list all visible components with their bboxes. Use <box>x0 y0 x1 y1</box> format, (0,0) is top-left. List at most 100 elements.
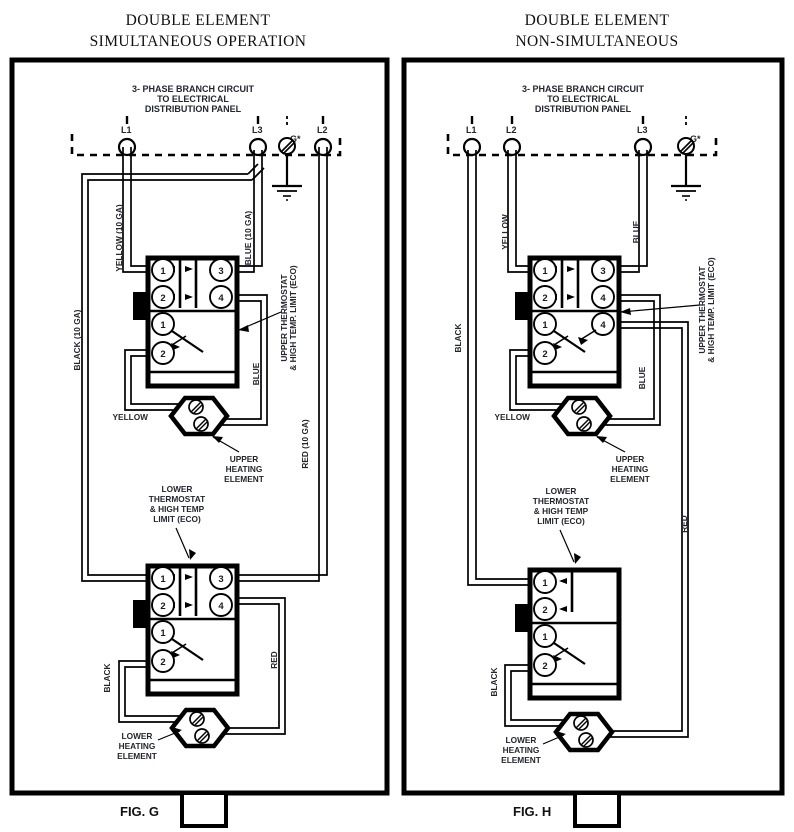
fig-g-terminal-l3[interactable] <box>248 137 268 157</box>
fig-h-lower-reset-tab[interactable] <box>515 604 532 632</box>
fig-h-terminal-l1[interactable] <box>462 137 482 157</box>
fig-h-upper-reset-tab[interactable] <box>515 292 532 320</box>
fig-h-callout-upper-thermostat: UPPER THERMOSTAT & HIGH TEMP. LIMIT (ECO… <box>620 257 716 363</box>
fig-h-terminal-label-l2: L2 <box>506 125 517 135</box>
fig-g-upper-thermostat[interactable]: 1 3 2 4 1 2 <box>133 255 240 389</box>
fig-h-wire-label-blue-main: BLUE <box>631 220 641 243</box>
fig-h-wire-label-black: BLACK <box>453 323 463 352</box>
fig-g-upper-bterm-1: 1 <box>160 320 166 331</box>
fig-h-earth-ground-icon <box>671 154 701 201</box>
fig-g-callout-lower-elem-l2: HEATING <box>119 741 156 751</box>
fig-g-wire-red-10ga <box>237 147 328 582</box>
fig-h-wire-yellow-upper <box>509 349 568 411</box>
fig-g-panel-boundary <box>70 134 342 157</box>
fig-h-callout-lower-l3: & HIGH TEMP <box>534 506 589 516</box>
fig-g-callout-upper-elem-l3: ELEMENT <box>224 474 264 484</box>
fig-g-caption-box[interactable] <box>180 791 228 828</box>
fig-g-terminal-label-g: G* <box>290 134 301 144</box>
fig-h-callout-upper-element: UPPER HEATING ELEMENT <box>596 436 650 484</box>
fig-h-wire-label-yellow-upper: YELLOW <box>495 412 531 422</box>
fig-h-callout-lower-elem-l2: HEATING <box>503 745 540 755</box>
fig-h-upper-term-4: 4 <box>600 293 606 304</box>
fig-h-ground-screw-icon <box>677 137 695 155</box>
fig-g-callout-lower-element: LOWER HEATING ELEMENT <box>117 727 182 761</box>
fig-g-wire-black-lower <box>118 660 186 723</box>
fig-h-upper-element-screw-2 <box>576 416 592 432</box>
fig-h-upper-term-3: 3 <box>600 266 605 277</box>
fig-h-upper-thermostat[interactable]: 1 3 2 4 1 4 2 <box>515 255 622 389</box>
fig-h-wire-black <box>467 150 531 586</box>
fig-h-lower-element-screw-1 <box>573 715 589 731</box>
fig-g-upper-reset-tab[interactable] <box>133 292 150 320</box>
fig-h-caption: FIG. H <box>513 804 551 819</box>
fig-h-callout-lower-elem-l3: ELEMENT <box>501 755 541 765</box>
fig-h-callout-lower-l2: THERMOSTAT <box>533 496 589 506</box>
fig-g-callout-lower-elem-l3: ELEMENT <box>117 751 157 761</box>
fig-h-wire-red <box>592 321 689 738</box>
fig-h-wire-black-lower <box>504 664 570 727</box>
fig-h-callout-upper-elem-l3: ELEMENT <box>610 474 650 484</box>
fig-h-title-line2: NON-SIMULTANEOUS <box>515 33 678 50</box>
fig-h-caption-box[interactable] <box>573 791 621 828</box>
fig-h-note-line2: TO ELECTRICAL <box>547 94 619 104</box>
fig-h-callout-lower-element: LOWER HEATING ELEMENT <box>501 731 566 765</box>
fig-g-terminal-label-l2: L2 <box>317 125 328 135</box>
fig-g-title-line1: DOUBLE ELEMENT <box>126 12 271 29</box>
fig-h-wire-yellow <box>507 150 531 273</box>
fig-h-lower-thermostat[interactable]: 1 2 1 2 <box>515 567 622 701</box>
fig-g-wire-yellow-upper <box>124 349 185 411</box>
fig-g-note-line3: DISTRIBUTION PANEL <box>145 104 242 114</box>
fig-g-title-line2: SIMULTANEOUS OPERATION <box>90 33 307 50</box>
fig-g-caption: FIG. G <box>120 804 159 819</box>
fig-g-wire-label-red-10ga: RED (10 GA) <box>300 419 310 469</box>
fig-g-lower-heating-element[interactable] <box>169 707 231 749</box>
fig-h-terminal-l3[interactable] <box>633 137 653 157</box>
fig-g-lower-bterm-2: 2 <box>160 657 165 668</box>
fig-g-wire-label-blue-10ga: BLUE (10 GA) <box>243 211 253 266</box>
fig-g-lower-term-1: 1 <box>160 574 166 585</box>
fig-g-callout-upper-thermostat: UPPER THERMOSTAT & HIGH TEMP. LIMIT (ECO… <box>238 265 298 371</box>
fig-h-lower-bterm-1: 1 <box>542 632 548 643</box>
fig-g-lower-bterm-1: 1 <box>160 628 166 639</box>
fig-g-earth-ground-icon <box>272 154 302 201</box>
fig-g-callout-lower-thermostat: LOWER THERMOSTAT & HIGH TEMP LIMIT (ECO) <box>149 484 205 560</box>
fig-h-callout-lower-thermostat: LOWER THERMOSTAT & HIGH TEMP LIMIT (ECO) <box>533 486 589 564</box>
fig-h-callout-upper-line2: & HIGH TEMP. LIMIT (ECO) <box>706 257 716 363</box>
fig-h-wire-blue-upper <box>590 294 661 426</box>
fig-h-terminal-label-g: G* <box>690 134 701 144</box>
fig-g-upper-element-screw-2 <box>193 416 209 432</box>
fig-h-lower-heating-element[interactable] <box>553 711 615 753</box>
fig-g-callout-upper-element: UPPER HEATING ELEMENT <box>212 436 264 484</box>
fig-h-callout-lower-l1: LOWER <box>546 486 577 496</box>
fig-h-lower-element-screw-2 <box>578 732 594 748</box>
fig-g-lower-reset-tab[interactable] <box>133 600 150 628</box>
fig-h-terminal-l2[interactable] <box>502 137 522 157</box>
fig-h-callout-lower-l4: LIMIT (ECO) <box>537 516 585 526</box>
fig-g-wire-label-black-10ga: BLACK (10 GA) <box>72 309 82 370</box>
fig-h-lower-term-1: 1 <box>542 578 548 589</box>
fig-g-terminal-l2[interactable] <box>313 137 333 157</box>
fig-h-lower-bterm-2: 2 <box>542 661 547 672</box>
fig-g-callout-lower-l2: THERMOSTAT <box>149 494 205 504</box>
fig-g-lower-element-screw-2 <box>194 728 210 744</box>
fig-h-terminal-label-l3: L3 <box>637 125 648 135</box>
fig-g-lower-thermostat[interactable]: 1 3 2 4 1 2 <box>133 563 240 697</box>
fig-g-upper-term-1: 1 <box>160 266 166 277</box>
fig-g-callout-upper-elem-l1: UPPER <box>230 454 259 464</box>
fig-g-terminal-l1[interactable] <box>117 137 137 157</box>
title-fig-g: DOUBLE ELEMENT SIMULTANEOUS OPERATION <box>90 12 307 50</box>
fig-g-source-note: 3- PHASE BRANCH CIRCUIT TO ELECTRICAL DI… <box>132 84 255 114</box>
fig-h-callout-upper-line1: UPPER THERMOSTAT <box>697 266 707 353</box>
fig-g-ground-screw-icon <box>278 137 296 155</box>
fig-g-callout-upper-line1: UPPER THERMOSTAT <box>279 274 289 361</box>
fig-h-upper-term-2: 2 <box>542 293 547 304</box>
fig-g-upper-bterm-2: 2 <box>160 349 165 360</box>
fig-g-lower-term-2: 2 <box>160 601 165 612</box>
fig-h-upper-element-screw-1 <box>571 399 587 415</box>
fig-h-upper-bterm-2: 2 <box>542 349 547 360</box>
fig-h-upper-heating-element[interactable] <box>551 395 613 437</box>
fig-h-source-note: 3- PHASE BRANCH CIRCUIT TO ELECTRICAL DI… <box>522 84 645 114</box>
fig-h-note-line3: DISTRIBUTION PANEL <box>535 104 632 114</box>
fig-g-upper-heating-element[interactable] <box>168 395 230 437</box>
